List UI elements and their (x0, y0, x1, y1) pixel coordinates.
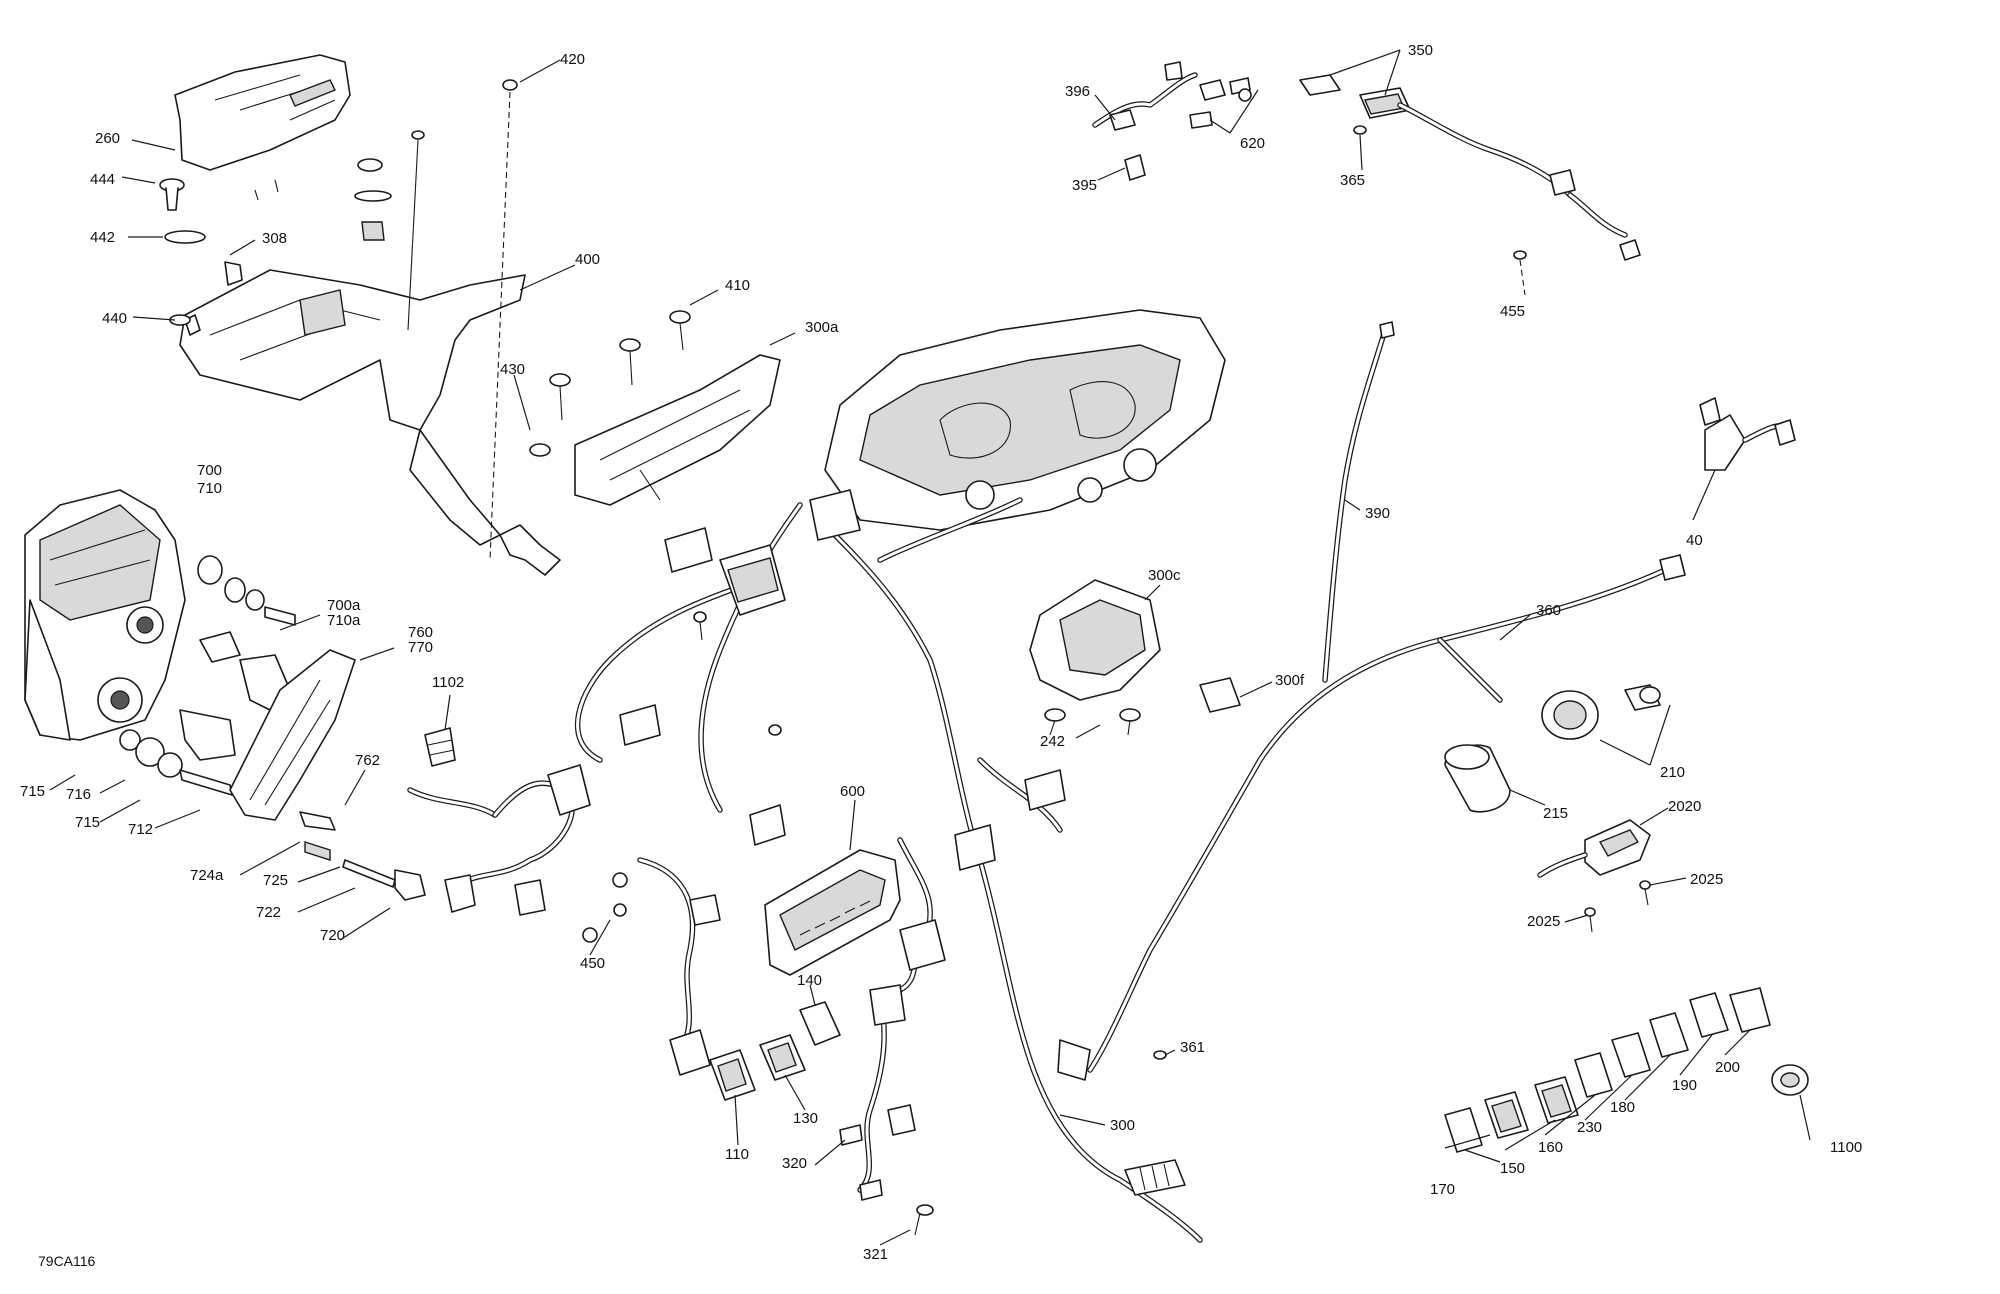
callout-700a: 700a (327, 597, 361, 614)
callout-350: 350 (1408, 42, 1433, 59)
callout-712: 712 (128, 821, 153, 838)
callout-321: 321 (863, 1246, 888, 1263)
callout-160: 160 (1538, 1139, 1563, 1156)
headlight-700 (24, 489, 186, 741)
harness-320 (839, 984, 934, 1236)
callout-130: 130 (793, 1110, 818, 1127)
callout-300: 300 (1110, 1117, 1135, 1134)
callout-360: 360 (1536, 602, 1561, 619)
callout-620: 620 (1240, 135, 1265, 152)
callout-715-a: 715 (20, 783, 45, 800)
callout-1100: 1100 (1830, 1139, 1862, 1156)
callout-200: 200 (1715, 1059, 1740, 1076)
connector-1102 (424, 727, 456, 767)
connector-300f (1199, 677, 1241, 713)
callout-700: 700 (197, 462, 222, 479)
cable-360 (1087, 554, 1686, 1073)
switch-130 (759, 1034, 806, 1081)
callout-110: 110 (725, 1146, 749, 1163)
callout-450: 450 (580, 955, 605, 972)
callout-361: 361 (1180, 1039, 1205, 1056)
switch-group-right (1153, 987, 1771, 1153)
callout-2025-a: 2025 (1690, 871, 1723, 888)
drawing-code: 79CA116 (38, 1253, 96, 1269)
callout-715-b: 715 (75, 814, 100, 831)
callout-300a: 300a (805, 319, 839, 336)
bracket-400 (179, 269, 561, 576)
callout-455: 455 (1500, 303, 1525, 320)
bracket-300c (1029, 579, 1161, 736)
callout-760: 760 (408, 624, 433, 641)
callout-395: 395 (1072, 177, 1097, 194)
harness-350 (1299, 74, 1641, 261)
housing-760 (229, 649, 426, 901)
callout-444: 444 (90, 171, 115, 188)
callout-365: 365 (1340, 172, 1365, 189)
callout-260: 260 (95, 130, 120, 147)
sensor-40 (1699, 397, 1796, 471)
cable-390 (1322, 321, 1395, 683)
callout-242: 242 (1040, 733, 1065, 750)
callout-762: 762 (355, 752, 380, 769)
callout-720: 720 (320, 927, 345, 944)
callout-300f: 300f (1275, 672, 1305, 689)
callout-440: 440 (102, 310, 127, 327)
callout-442: 442 (90, 229, 115, 246)
bulbs-700a (179, 631, 291, 796)
callout-320: 320 (782, 1155, 807, 1172)
callout-724a: 724a (190, 867, 224, 884)
callout-190: 190 (1672, 1077, 1697, 1094)
callout-420: 420 (560, 51, 585, 68)
callout-710a: 710a (327, 612, 361, 629)
callout-770: 770 (408, 639, 433, 656)
callout-180: 180 (1610, 1099, 1635, 1116)
switch-140 (799, 1001, 841, 1046)
callout-2020: 2020 (1668, 798, 1701, 815)
callout-40: 40 (1686, 532, 1703, 549)
callout-410: 410 (725, 277, 750, 294)
sleeve-215 (1444, 744, 1511, 813)
callout-170: 170 (1430, 1181, 1455, 1198)
ignition-210 (1541, 684, 1661, 740)
callout-300c: 300c (1148, 567, 1181, 584)
callout-430: 430 (500, 361, 525, 378)
callout-600: 600 (840, 783, 865, 800)
callout-2025-b: 2025 (1527, 913, 1560, 930)
leader-lines (49, 49, 1811, 1246)
callout-400: 400 (575, 251, 600, 268)
harness-396 (1092, 61, 1252, 181)
module-2020 (1537, 819, 1651, 933)
callout-215: 215 (1543, 805, 1568, 822)
callout-210: 210 (1660, 764, 1685, 781)
sub-harness-left (407, 764, 591, 916)
callout-390: 390 (1365, 505, 1390, 522)
cluster-housing (824, 309, 1226, 531)
callout-396: 396 (1065, 83, 1090, 100)
cover-260 (174, 54, 351, 201)
callout-230: 230 (1577, 1119, 1602, 1136)
callout-710: 710 (197, 480, 222, 497)
callout-labels: 420 260 444 442 308 400 440 410 300a 430… (20, 42, 1862, 1269)
callout-725: 725 (263, 872, 288, 889)
callout-150: 150 (1500, 1160, 1525, 1177)
switch-110 (709, 1049, 756, 1101)
main-harness-300 (574, 489, 1203, 1243)
fasteners-upper-left (159, 79, 551, 561)
callout-716: 716 (66, 786, 91, 803)
callout-1102: 1102 (432, 674, 464, 691)
callout-140: 140 (797, 972, 822, 989)
socket-1100 (1771, 1064, 1809, 1096)
headlight-grommets (119, 555, 296, 778)
display-600 (764, 849, 901, 976)
callout-308: 308 (262, 230, 287, 247)
bracket-300a (549, 310, 781, 506)
callout-722: 722 (256, 904, 281, 921)
